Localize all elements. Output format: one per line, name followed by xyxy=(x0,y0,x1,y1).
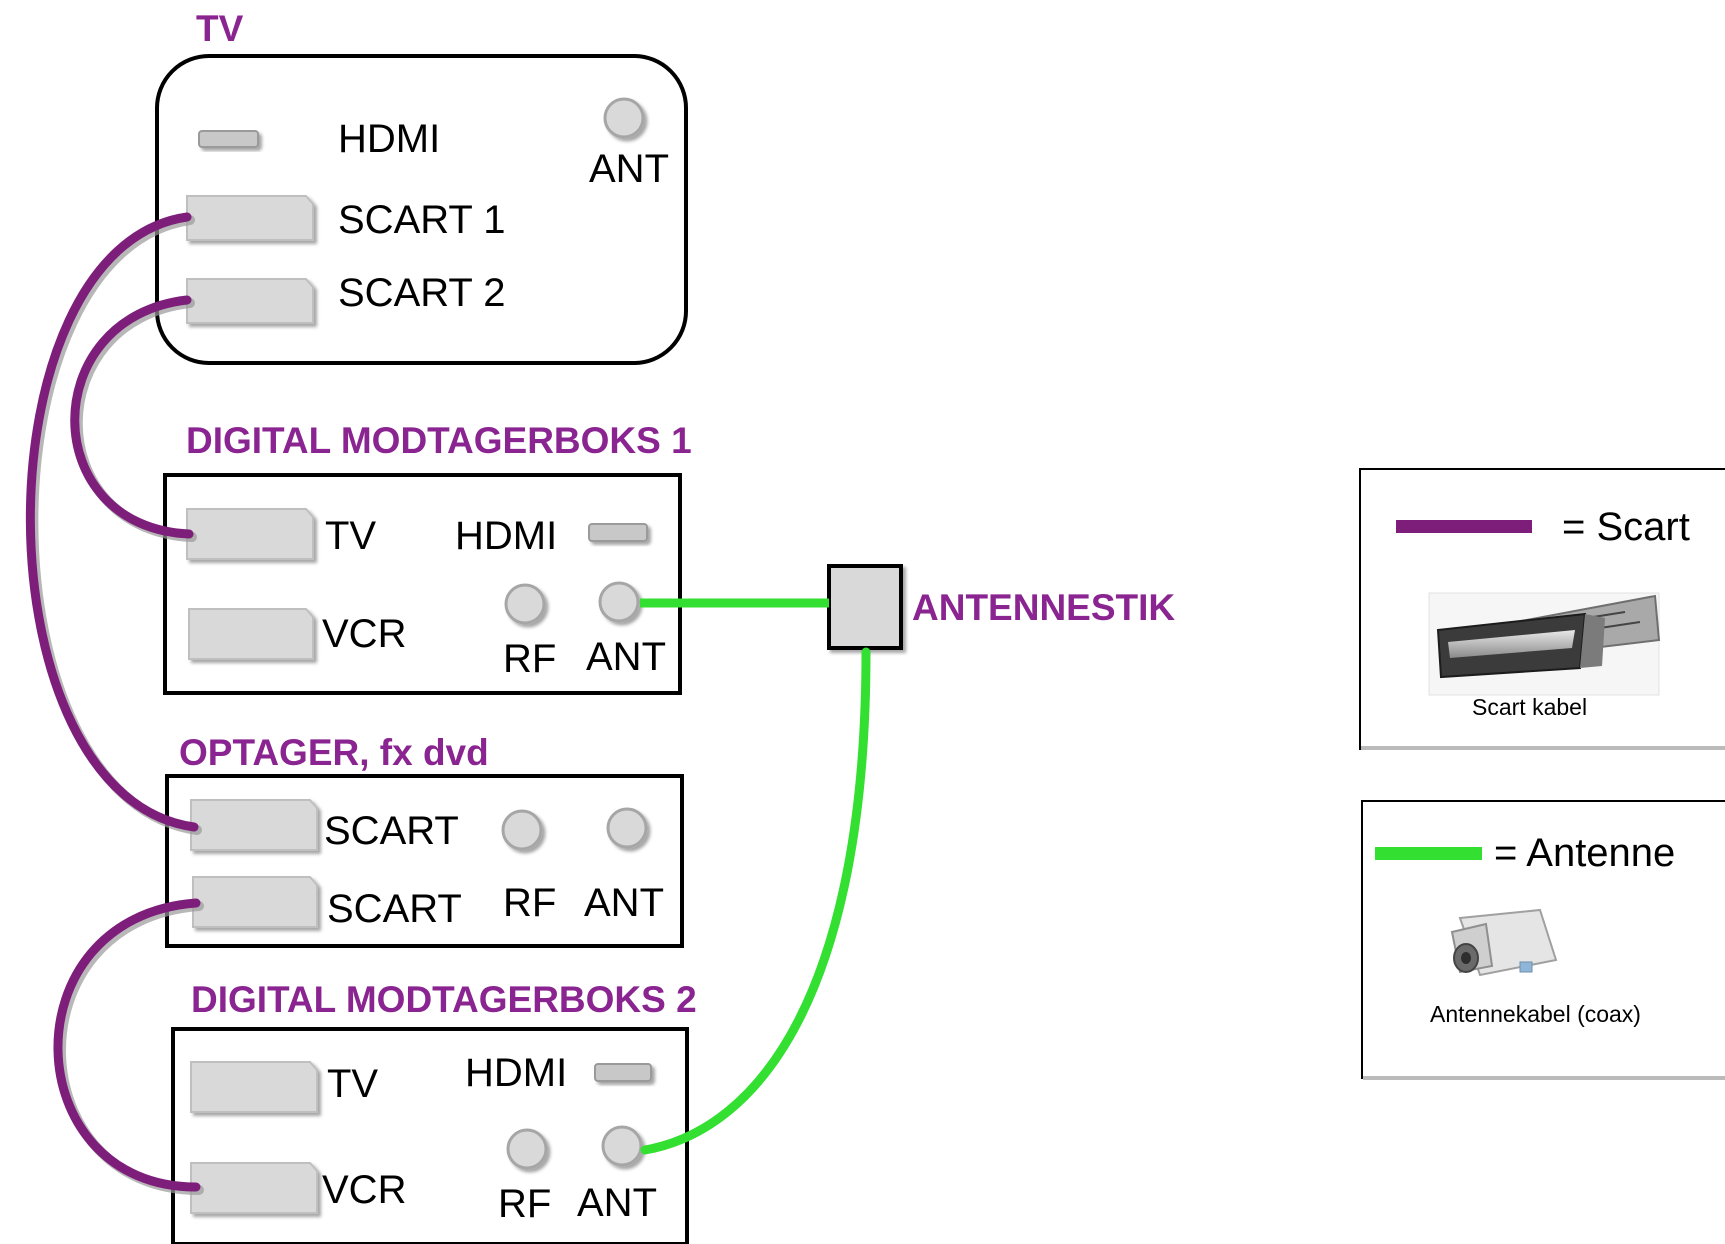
antenna-outlet: ANTENNESTIK xyxy=(827,564,1175,650)
box1-rf-port xyxy=(504,583,546,625)
box1-vcr-label: VCR xyxy=(322,612,406,656)
box2-vcr-port xyxy=(190,1162,318,1214)
box1-hdmi-port xyxy=(588,523,648,542)
receiver-box-2: DIGITAL MODTAGERBOKS 2 TV HDMI VCR RF AN… xyxy=(171,979,697,1244)
recorder-rf-label: RF xyxy=(503,881,556,925)
box2-ant-label: ANT xyxy=(577,1181,657,1225)
recorder-scart-a-port xyxy=(190,799,318,851)
scart-plug-icon xyxy=(1428,592,1661,696)
recorder-device: OPTAGER, fx dvd SCART SCART RF ANT xyxy=(165,732,684,948)
box1-tv-label: TV xyxy=(325,514,376,558)
scart-cable-recorder-box2 xyxy=(53,898,201,1192)
tv-scart2-label: SCART 2 xyxy=(338,271,505,315)
box2-rf-port xyxy=(506,1128,548,1170)
box1-tv-port xyxy=(186,508,314,560)
box2-hdmi-label: HDMI xyxy=(465,1051,567,1095)
recorder-scart-b-port xyxy=(192,876,318,928)
box1-hdmi-label: HDMI xyxy=(455,514,557,558)
box1-title: DIGITAL MODTAGERBOKS 1 xyxy=(186,420,692,461)
box2-title: DIGITAL MODTAGERBOKS 2 xyxy=(191,979,697,1020)
legend-antenna-caption: Antennekabel (coax) xyxy=(1430,1001,1641,1027)
legend-scart-caption: Scart kabel xyxy=(1472,694,1587,720)
box2-hdmi-port xyxy=(594,1063,652,1082)
box1-ant-port xyxy=(598,581,640,623)
box1-ant-label: ANT xyxy=(586,635,666,679)
legend-scart-label: = Scart xyxy=(1562,505,1690,549)
tv-scart1-port xyxy=(186,195,314,241)
legend-scart-swatch xyxy=(1396,520,1532,533)
antenna-outlet-label: ANTENNESTIK xyxy=(912,587,1175,628)
recorder-rf-port xyxy=(501,809,543,851)
recorder-title: OPTAGER, fx dvd xyxy=(179,732,489,773)
tv-title: TV xyxy=(196,8,244,49)
scart-cable-tv2-box1 xyxy=(70,295,194,539)
box2-ant-port xyxy=(601,1125,643,1167)
tv-ant-port xyxy=(603,97,645,139)
legend-scart: = Scart Scart kabel xyxy=(1359,468,1725,750)
legend-antenna-swatch xyxy=(1375,847,1482,860)
box2-tv-label: TV xyxy=(327,1062,378,1106)
box1-rf-label: RF xyxy=(503,637,556,681)
receiver-box-1: DIGITAL MODTAGERBOKS 1 TV HDMI VCR RF AN… xyxy=(163,420,692,695)
box2-tv-port xyxy=(190,1061,318,1113)
box2-rf-label: RF xyxy=(498,1182,551,1226)
coax-plug-icon xyxy=(1450,908,1558,977)
tv-hdmi-label: HDMI xyxy=(338,117,440,161)
antenna-outlet-box xyxy=(827,564,903,650)
tv-ant-label: ANT xyxy=(589,147,669,191)
recorder-ant-label: ANT xyxy=(584,881,664,925)
recorder-ant-port xyxy=(606,807,648,849)
legend-antenna: = Antenne Antennekabel (coax) xyxy=(1361,800,1725,1080)
recorder-scart-b-label: SCART xyxy=(327,887,462,931)
cables xyxy=(25,212,871,1195)
legend-antenna-label: = Antenne xyxy=(1494,831,1675,875)
tv-scart1-label: SCART 1 xyxy=(338,198,505,242)
box2-vcr-label: VCR xyxy=(322,1168,406,1212)
box1-vcr-port xyxy=(188,608,314,660)
antenna-cable-outlet-box2 xyxy=(640,647,871,1155)
tv-hdmi-port xyxy=(198,130,259,148)
recorder-scart-a-label: SCART xyxy=(324,809,459,853)
tv-scart2-port xyxy=(186,278,314,324)
tv-device: TV HDMI ANT SCART 1 SCART 2 xyxy=(155,8,688,365)
scart-cable-tv1-recorder xyxy=(25,212,199,832)
